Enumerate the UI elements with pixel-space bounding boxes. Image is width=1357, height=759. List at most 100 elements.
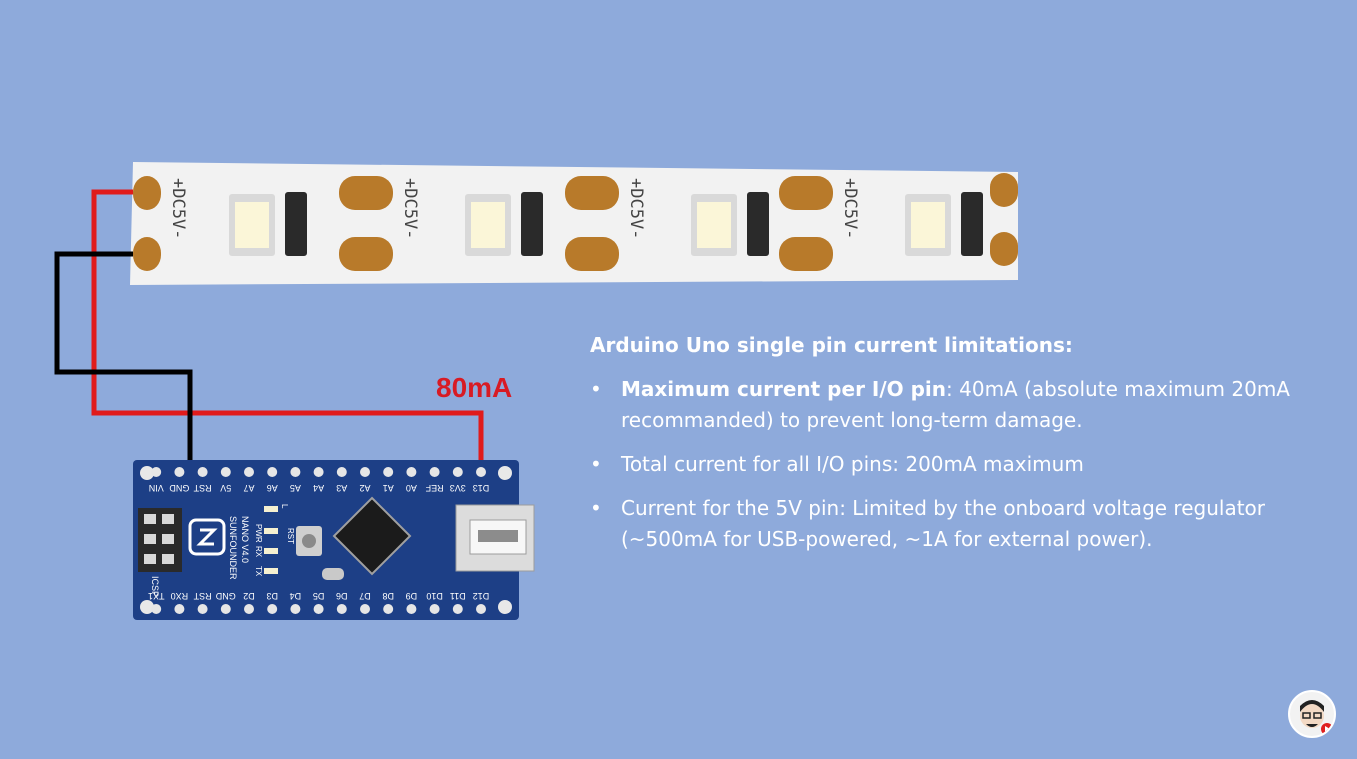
bullet-dot: • [590, 452, 602, 476]
top-pin-label: A4 [313, 483, 324, 493]
top-pin-label: D13 [473, 483, 490, 493]
top-pin-hole [406, 467, 417, 477]
strip-pad [779, 176, 833, 210]
positive-wire [91, 189, 484, 462]
strip-pad [565, 237, 619, 271]
board-model-label: NANO V4.0 [240, 516, 250, 563]
icsp-label: ICSP [150, 576, 160, 597]
bottom-pin-hole [267, 604, 278, 614]
top-pin-hole [360, 467, 370, 477]
bottom-pin-hole [429, 604, 440, 614]
bottom-pin-label: RST [193, 591, 212, 601]
bottom-pin-label: D7 [359, 591, 371, 601]
bottom-pin-hole [406, 604, 417, 614]
status-leds [264, 506, 278, 574]
bullet-text: 40mA (absolute maximum 20mA recommanded)… [621, 377, 1290, 432]
bottom-pin-label: RX0 [171, 591, 189, 601]
strip-pad-label: +DC5V- [840, 178, 860, 239]
top-pin-label: A7 [243, 483, 254, 493]
bottom-pin-hole [244, 604, 254, 614]
top-pin-label: A3 [336, 483, 347, 493]
led-label-l: L [280, 504, 289, 509]
bottom-pin-label: D3 [266, 591, 278, 601]
bottom-pin-hole [452, 604, 463, 614]
top-pin-label: 5V [220, 483, 231, 493]
bullet-dot: • [590, 377, 602, 401]
bullet-key: Current for the 5V pin: [621, 496, 846, 520]
bottom-pin-label: D12 [473, 591, 490, 601]
bottom-pin-label: TX1 [148, 591, 165, 601]
top-pin-hole [429, 467, 440, 477]
strip-pad [565, 176, 619, 210]
top-pin-hole [383, 467, 394, 477]
top-pin-hole [476, 467, 486, 477]
strip-pad [133, 237, 161, 271]
bottom-pin-label: D6 [336, 591, 348, 601]
top-pin-hole [290, 467, 301, 477]
bottom-pin-hole [476, 604, 486, 614]
board-brand-label: SUNFOUNDER [228, 516, 238, 580]
led-label-rx: RX [254, 546, 263, 558]
microcontroller-chip [332, 496, 412, 576]
bullet-key: Maximum current per I/O pin [621, 377, 947, 401]
ground-wire [54, 251, 193, 462]
led-label-tx: TX [254, 566, 263, 577]
bottom-pin-hole [197, 604, 208, 614]
bottom-pin-label: D11 [450, 591, 466, 601]
top-pin-label: A2 [359, 483, 370, 493]
top-pin-hole [267, 467, 278, 477]
top-pin-label: RST [193, 483, 212, 493]
channel-avatar-icon[interactable] [1288, 690, 1336, 738]
strip-pad [990, 173, 1018, 207]
bottom-pin-hole [313, 604, 324, 614]
strip-resistor [961, 192, 983, 256]
top-pin-label: A0 [406, 483, 417, 493]
bullet-total-current: • Total current for all I/O pins: 200mA … [590, 449, 1320, 480]
strip-pad-label: +DC5V- [400, 178, 420, 239]
bullet-dot: • [590, 496, 602, 520]
strip-resistor [521, 192, 543, 256]
bottom-pin-hole [220, 604, 231, 614]
sunfounder-logo [188, 518, 226, 556]
strip-pad [990, 232, 1018, 266]
crystal [322, 568, 344, 580]
strip-pad [133, 176, 161, 210]
usb-port [455, 504, 535, 572]
strip-pad [339, 237, 393, 271]
strip-led-lens [697, 202, 731, 248]
top-pin-label: A5 [290, 483, 301, 493]
top-pin-hole [313, 467, 324, 477]
top-pin-label: REF [425, 483, 444, 493]
top-pin-label: GND [169, 483, 190, 493]
strip-led-lens [911, 202, 945, 248]
top-pin-label: VIN [149, 483, 164, 493]
top-pin-hole [197, 467, 208, 477]
top-pin-label: A6 [267, 483, 278, 493]
bottom-pin-hole [290, 604, 301, 614]
bottom-pin-hole [383, 604, 394, 614]
bottom-pin-hole [360, 604, 370, 614]
bullet-5v-current: • Current for the 5V pin: Limited by the… [590, 493, 1320, 555]
top-pin-hole [151, 467, 162, 477]
top-pin-hole [220, 467, 231, 477]
bottom-pin-label: D5 [313, 591, 325, 601]
top-pin-hole [244, 467, 254, 477]
top-pin-label: 3V3 [450, 483, 466, 493]
icsp-header [138, 508, 182, 572]
bullet-key: Total current for all I/O pins: [621, 452, 899, 476]
bottom-pin-label: D2 [243, 591, 255, 601]
strip-pad-label: +DC5V- [626, 178, 646, 239]
strip-led-lens [471, 202, 505, 248]
notes-title: Arduino Uno single pin current limitatio… [590, 333, 1073, 357]
reset-button [296, 526, 322, 556]
bottom-pin-hole [174, 604, 185, 614]
top-pin-hole [452, 467, 463, 477]
bottom-pin-label: D8 [382, 591, 394, 601]
led-strip: +DC5V-+DC5V-+DC5V-+DC5V- [130, 162, 1018, 285]
bottom-pin-label: D4 [290, 591, 302, 601]
bullet-sep: : [946, 377, 953, 401]
top-pin-label: A1 [383, 483, 394, 493]
strip-resistor [285, 192, 307, 256]
